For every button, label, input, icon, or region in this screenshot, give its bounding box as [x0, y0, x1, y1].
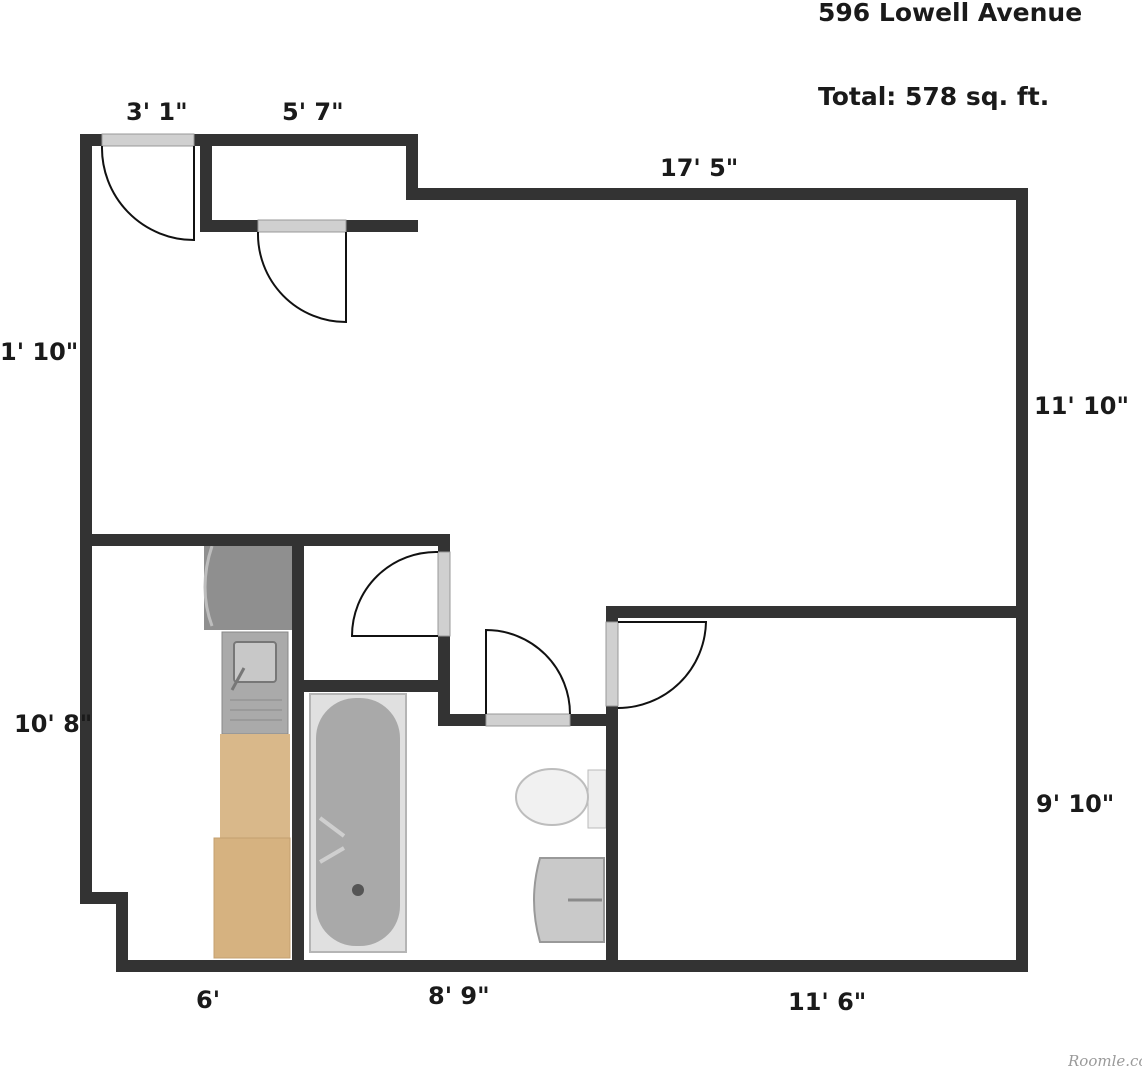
bedroom-door-swing — [617, 621, 708, 709]
dim-top-closet-right: 5' 7" — [282, 98, 344, 126]
toilet-bowl — [515, 768, 589, 826]
dim-bottom-left: 6' — [196, 986, 220, 1014]
entry-door-swing — [100, 145, 195, 242]
total-area-label: Total: 578 sq. ft. — [818, 82, 1050, 111]
fixtures — [203, 545, 607, 959]
toilet-tank — [587, 769, 607, 829]
dim-top-main: 17' 5" — [660, 154, 738, 182]
bath-door-swing — [485, 628, 571, 715]
entry-door-frame — [101, 133, 195, 147]
closet-door-frame — [257, 219, 347, 233]
dimension-labels: 3' 1" 5' 7" 17' 5" 1' 10" 10' 8" 11' 10"… — [0, 98, 1129, 1016]
brand-watermark: Roomle.com — [1068, 1052, 1142, 1070]
hall-closet-door-frame — [437, 551, 451, 637]
dim-top-closet-left: 3' 1" — [126, 98, 188, 126]
dim-bottom-middle: 8' 9" — [428, 982, 490, 1010]
closet-wall — [200, 134, 418, 232]
sink-basin — [233, 641, 277, 683]
closet-door-swing — [256, 231, 347, 324]
bath-door-frame — [485, 713, 571, 727]
bedroom-wall — [606, 606, 1028, 972]
kitchen-counter — [220, 734, 290, 838]
dim-right-lower: 9' 10" — [1036, 790, 1114, 818]
bedroom-door-frame — [605, 621, 619, 707]
bathtub-basin — [316, 698, 400, 946]
fridge — [204, 546, 292, 630]
address-label: 596 Lowell Avenue — [818, 0, 1083, 27]
dim-right-upper: 11' 10" — [1034, 392, 1129, 420]
doors — [100, 133, 708, 727]
kitchen-cabinet — [213, 837, 291, 959]
fridge-door — [203, 545, 214, 627]
outer-wall — [80, 134, 1028, 972]
dim-bottom-right: 11' 6" — [788, 988, 866, 1016]
dim-left-lower: 10' 8" — [14, 710, 92, 738]
hall-closet-door-swing — [350, 550, 439, 637]
dim-left-upper: 1' 10" — [0, 338, 78, 366]
